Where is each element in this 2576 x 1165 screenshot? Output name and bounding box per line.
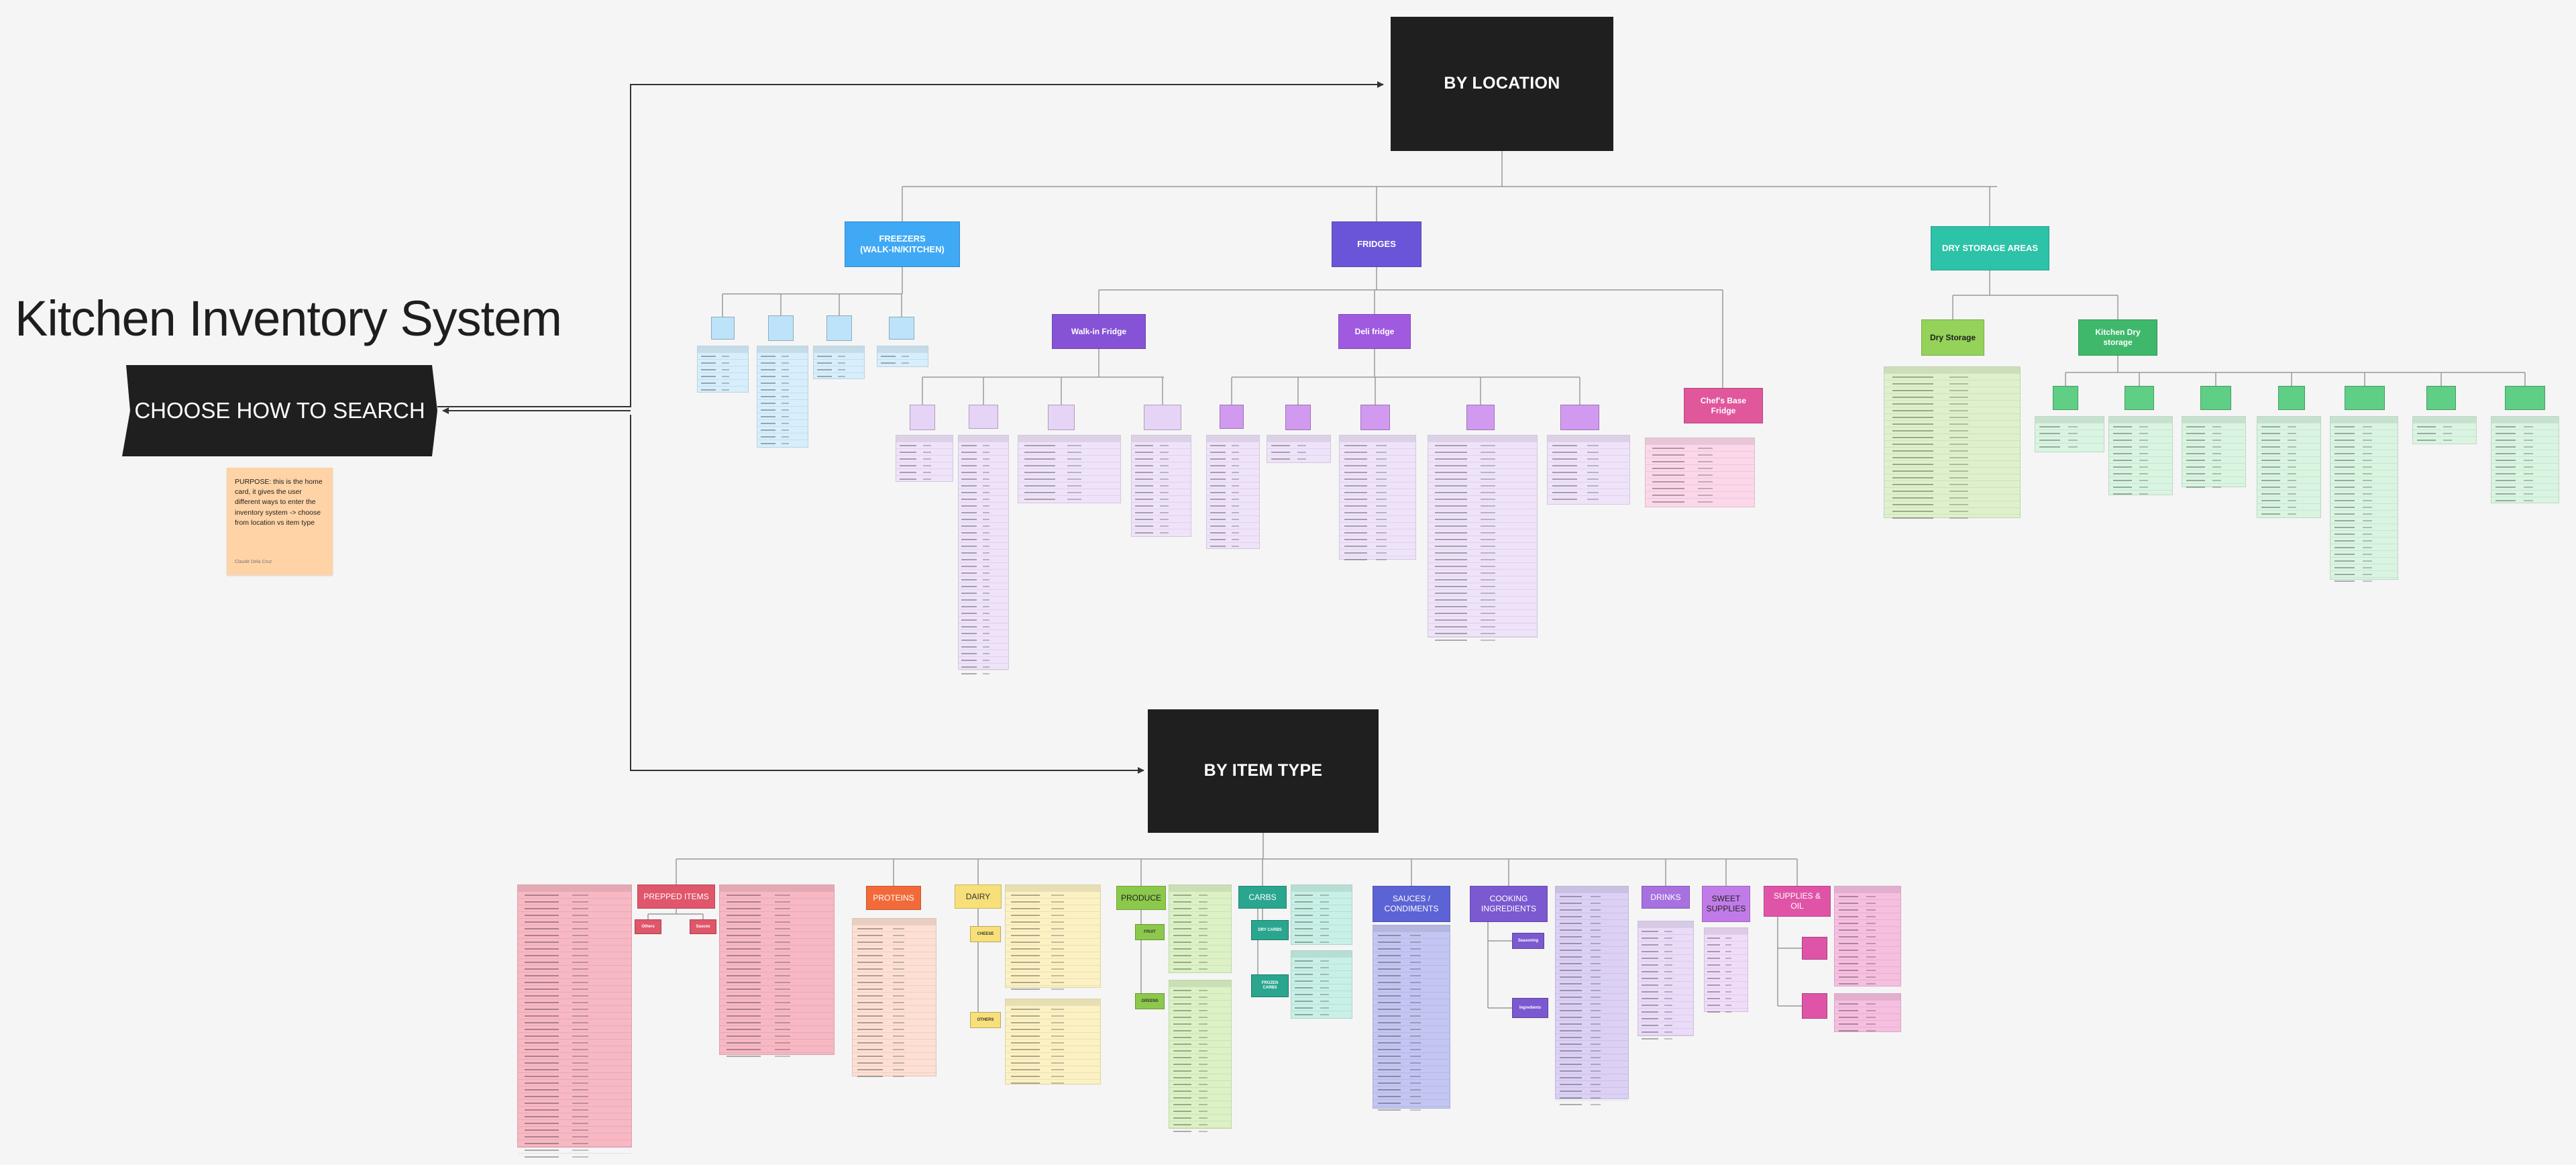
kitchen-dry-shelf-node[interactable] xyxy=(2426,386,2456,410)
walk-in-fridge-section-node[interactable] xyxy=(910,405,935,430)
inventory-table xyxy=(1834,886,1901,986)
carbs-node[interactable]: CARBS xyxy=(1238,886,1287,909)
walk-in-fridge-section-node[interactable] xyxy=(1048,405,1075,430)
inventory-table xyxy=(1428,435,1538,641)
inventory-table xyxy=(1547,435,1630,505)
freezer-section-node[interactable] xyxy=(711,317,735,340)
deli-fridge-section-node[interactable] xyxy=(1466,405,1495,430)
dairy-others-subnode[interactable]: OTHERS xyxy=(970,1012,1001,1028)
others-subnode[interactable]: Others xyxy=(635,919,661,934)
cheese-subnode[interactable]: CHEESE xyxy=(970,926,1001,942)
deli-fridge-section-node[interactable] xyxy=(1285,405,1311,430)
frozen-carbs-subnode[interactable]: FROZEN CARBS xyxy=(1251,974,1289,997)
kitchen-dry-shelf-node[interactable] xyxy=(2345,386,2385,410)
inventory-table xyxy=(1169,884,1232,973)
inventory-table xyxy=(896,435,953,482)
sticky-note-text: PURPOSE: this is the home card, it gives… xyxy=(235,478,323,527)
inventory-table xyxy=(1291,950,1352,1019)
inventory-table xyxy=(719,884,835,1057)
inventory-table xyxy=(1555,886,1629,1105)
inventory-table xyxy=(1169,980,1232,1132)
page-title: Kitchen Inventory System xyxy=(15,291,562,346)
fruit-subnode[interactable]: FRUIT xyxy=(1135,924,1165,940)
inventory-table xyxy=(813,346,865,379)
inventory-table xyxy=(1131,435,1191,537)
inventory-table xyxy=(1884,366,2021,519)
kitchen-dry-shelf-node[interactable] xyxy=(2278,386,2305,410)
choose-how-to-search-button[interactable]: CHOOSE HOW TO SEARCH xyxy=(122,365,437,456)
proteins-node[interactable]: PROTEINS xyxy=(866,886,921,910)
freezer-section-node[interactable] xyxy=(889,317,914,340)
kitchen-dry-shelf-node[interactable] xyxy=(2200,386,2231,410)
inventory-table xyxy=(1373,925,1450,1111)
freezer-section-node[interactable] xyxy=(826,315,852,341)
deli-fridge-node[interactable]: Deli fridge xyxy=(1338,314,1411,349)
inventory-table xyxy=(2412,416,2477,444)
walk-in-fridge-node[interactable]: Walk-in Fridge xyxy=(1052,314,1146,349)
supplies-oil-node[interactable]: SUPPLIES & OIL xyxy=(1764,886,1831,917)
fridges-node[interactable]: FRIDGES xyxy=(1332,221,1421,267)
ingredients-subnode[interactable]: Ingredients xyxy=(1512,998,1548,1018)
sticky-note-author: Claude Dela Cruz xyxy=(235,559,272,564)
freezers-node[interactable]: FREEZERS (WALK-IN/KITCHEN) xyxy=(845,221,960,267)
sweet-supplies-node[interactable]: SWEET SUPPLIES xyxy=(1702,886,1750,922)
inventory-table xyxy=(852,918,936,1077)
inventory-table xyxy=(757,346,808,448)
produce-node[interactable]: PRODUCE xyxy=(1116,886,1166,910)
sauces-subnode[interactable]: Sauces xyxy=(690,919,716,934)
deli-fridge-section-node[interactable] xyxy=(1560,405,1599,430)
inventory-table xyxy=(1005,999,1101,1084)
inventory-table xyxy=(1018,435,1121,503)
inventory-table xyxy=(2491,416,2559,503)
inventory-table xyxy=(2257,416,2321,518)
drinks-node[interactable]: DRINKS xyxy=(1642,886,1690,909)
prepped-items-node[interactable]: PREPPED ITEMS xyxy=(637,884,715,909)
supplies-subnode-bottom[interactable] xyxy=(1802,993,1827,1019)
greens-subnode[interactable]: GREENS xyxy=(1135,993,1165,1009)
freezer-section-node[interactable] xyxy=(768,315,794,341)
kitchen-dry-shelf-node[interactable] xyxy=(2053,386,2078,410)
inventory-table xyxy=(1834,993,1901,1032)
inventory-table xyxy=(697,346,749,393)
by-item-type-card[interactable]: BY ITEM TYPE xyxy=(1148,709,1379,833)
choose-how-to-search-label: CHOOSE HOW TO SEARCH xyxy=(134,398,425,423)
banner-shape xyxy=(122,365,437,456)
inventory-table xyxy=(1005,884,1101,990)
by-location-card[interactable]: BY LOCATION xyxy=(1391,17,1613,151)
sauces-condiments-node[interactable]: SAUCES / CONDIMENTS xyxy=(1373,886,1450,922)
supplies-subnode-top[interactable] xyxy=(1802,937,1827,960)
inventory-table xyxy=(1638,921,1694,1040)
inventory-table xyxy=(1645,438,1755,507)
purpose-sticky-note: PURPOSE: this is the home card, it gives… xyxy=(227,468,333,575)
inventory-table xyxy=(877,346,928,367)
kitchen-dry-shelf-node[interactable] xyxy=(2125,386,2154,410)
inventory-table xyxy=(1267,435,1331,463)
cooking-ingredients-node[interactable]: COOKING INGREDIENTS xyxy=(1470,886,1548,922)
dairy-node[interactable]: DAIRY xyxy=(955,884,1002,909)
kitchen-dry-shelf-node[interactable] xyxy=(2505,386,2545,410)
inventory-table xyxy=(2330,416,2398,582)
inventory-table xyxy=(2108,416,2173,495)
inventory-table xyxy=(1704,927,1748,1013)
walk-in-fridge-section-node[interactable] xyxy=(969,405,998,429)
deli-fridge-section-node[interactable] xyxy=(1220,405,1244,429)
seasoning-subnode[interactable]: Seasoning xyxy=(1512,933,1544,949)
walk-in-fridge-section-node[interactable] xyxy=(1144,405,1181,430)
inventory-table xyxy=(1291,884,1352,945)
deli-fridge-section-node[interactable] xyxy=(1360,405,1390,430)
inventory-table xyxy=(958,435,1009,674)
dry-storage-node[interactable]: Dry Storage xyxy=(1921,319,1984,356)
kitchen-dry-storage-node[interactable]: Kitchen Dry storage xyxy=(2078,319,2157,356)
inventory-table xyxy=(1206,435,1260,549)
dry-carbs-subnode[interactable]: DRY CARBS xyxy=(1251,920,1289,940)
chefs-base-fridge-node[interactable]: Chef's Base Fridge xyxy=(1684,388,1763,423)
inventory-table xyxy=(2182,416,2246,488)
dry-storage-areas-node[interactable]: DRY STORAGE AREAS xyxy=(1931,226,2049,270)
inventory-table xyxy=(2035,416,2104,452)
inventory-table xyxy=(517,884,632,1158)
inventory-table xyxy=(1339,435,1416,560)
